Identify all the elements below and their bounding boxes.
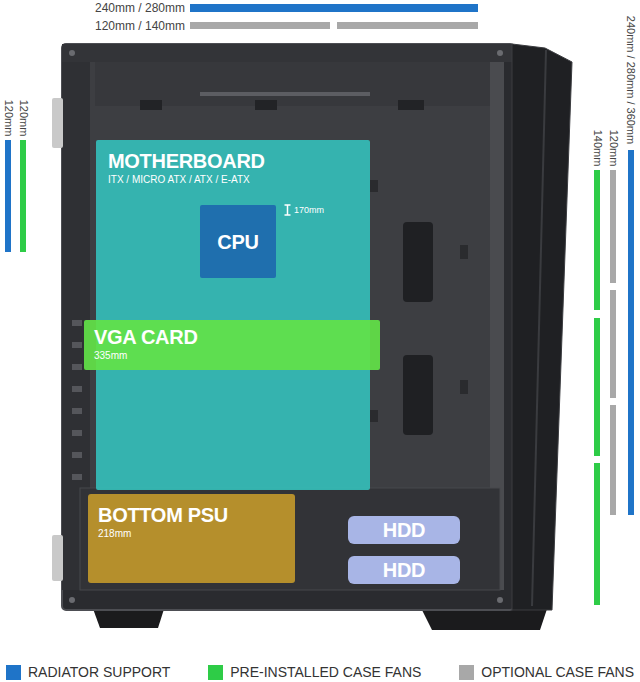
motherboard-box: MOTHERBOARD ITX / MICRO ATX / ATX / E-ATX… — [96, 140, 370, 490]
dimension-label: 120mm — [2, 100, 15, 137]
box-title: HDD — [383, 559, 425, 581]
cpu-box: CPU — [200, 205, 276, 278]
preinstalled-fan-bar — [20, 140, 26, 252]
box-title: CPU — [217, 231, 258, 253]
ibeam-icon — [284, 204, 291, 216]
hinge — [52, 535, 63, 581]
cooler-height-label: 170mm — [294, 205, 324, 216]
hdd-box: HDD — [348, 556, 460, 584]
legend-text: PRE-INSTALLED CASE FANS — [230, 664, 421, 680]
preinstalled-fan-bar — [594, 463, 600, 605]
case-body — [62, 44, 514, 610]
hdd-box: HDD — [348, 516, 460, 544]
cable-slot — [140, 100, 162, 110]
vga-card-band: VGA CARD 335mm — [84, 320, 380, 370]
box-subtitle: ITX / MICRO ATX / ATX / E-ATX — [108, 174, 250, 186]
dimension-label: 120mm — [17, 100, 30, 137]
box-title: HDD — [383, 519, 425, 541]
dimension-label: 140mm — [591, 130, 604, 167]
optional-fan-bar — [190, 22, 330, 29]
legend-swatch — [459, 665, 474, 680]
legend-text: RADIATOR SUPPORT — [28, 664, 170, 680]
optional-fan-bar — [610, 290, 616, 398]
dimension-label: 240mm / 280mm / 360mm — [624, 16, 637, 144]
hinge — [52, 98, 63, 148]
cooler-height-marker: 170mm — [284, 204, 324, 216]
cable-slot — [255, 100, 277, 110]
psu-box: BOTTOM PSU 218mm — [88, 494, 295, 583]
cable-cutout — [403, 222, 433, 302]
box-title: BOTTOM PSU — [98, 504, 228, 526]
top-frame — [62, 44, 514, 62]
legend-swatch — [6, 665, 21, 680]
legend: RADIATOR SUPPORT PRE-INSTALLED CASE FANS O… — [0, 661, 640, 682]
radiator-bar — [5, 140, 11, 252]
cable-cutout — [403, 355, 433, 435]
legend-text: OPTIONAL CASE FANS — [481, 664, 634, 680]
legend-item: PRE-INSTALLED CASE FANS — [208, 664, 421, 680]
interior — [80, 62, 500, 590]
optional-fan-bar — [337, 22, 478, 29]
optional-fan-bar — [610, 405, 616, 515]
optional-fan-bar — [610, 170, 616, 283]
radiator-bar — [190, 4, 478, 12]
dimension-label: 120mm / 140mm — [95, 19, 185, 33]
dimension-label: 240mm / 280mm — [95, 1, 185, 15]
preinstalled-fan-bar — [594, 318, 600, 456]
box-subtitle: 218mm — [98, 528, 131, 540]
cable-slot — [398, 100, 424, 110]
psu-shroud — [80, 488, 500, 590]
top-area — [95, 62, 490, 106]
legend-item: RADIATOR SUPPORT — [6, 664, 170, 680]
box-title: VGA CARD — [94, 326, 198, 348]
box-subtitle: 335mm — [94, 350, 127, 362]
top-rail — [200, 92, 370, 96]
dimension-label: 120mm — [607, 130, 620, 167]
legend-item: OPTIONAL CASE FANS — [459, 664, 634, 680]
front-panel — [512, 44, 572, 610]
radiator-bar — [628, 150, 634, 515]
legend-swatch — [208, 665, 223, 680]
box-title: MOTHERBOARD — [108, 150, 265, 172]
preinstalled-fan-bar — [594, 170, 600, 310]
